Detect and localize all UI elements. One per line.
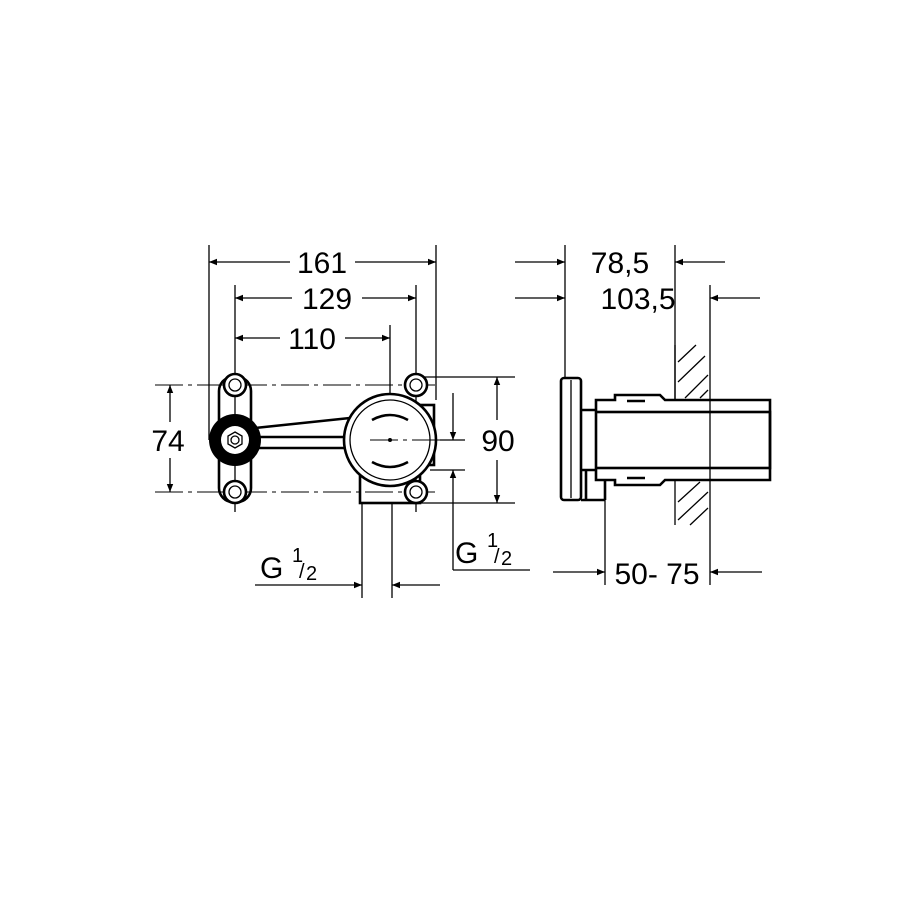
- dim-90: 90: [481, 425, 514, 458]
- mounting-flange: [559, 376, 583, 502]
- dim-129: 129: [302, 283, 352, 316]
- body-hole-top: [403, 372, 429, 398]
- thread-num: 1: [487, 530, 498, 552]
- thread-num: 1: [292, 545, 303, 567]
- thread-slash: /: [494, 546, 500, 568]
- mounting-hole-bottom: [222, 479, 248, 505]
- side-view: 78,5 103,5 50- 75: [515, 245, 772, 591]
- front-view: 161 129 110 74 90 G 1 / 2 G 1 /: [151, 245, 530, 598]
- dim-161: 161: [297, 247, 347, 280]
- mounting-hole-top: [222, 372, 248, 398]
- dim-78-5: 78,5: [591, 247, 649, 280]
- dim-103-5: 103,5: [600, 283, 675, 316]
- thread-den: 2: [306, 563, 317, 585]
- connecting-arm: [254, 416, 351, 450]
- thread-den: 2: [501, 548, 512, 570]
- dim-50-75: 50- 75: [614, 558, 699, 591]
- dim-110: 110: [288, 323, 336, 356]
- sleeve: [594, 410, 772, 470]
- wall-hatching: [674, 344, 709, 526]
- thread-label-side: G 1 / 2: [455, 530, 512, 570]
- thread-label-bottom: G 1 / 2: [260, 545, 317, 585]
- thread-g: G: [260, 552, 283, 585]
- dim-74: 74: [151, 425, 184, 458]
- thread-slash: /: [299, 561, 305, 583]
- thread-g: G: [455, 537, 478, 570]
- body-hole-bottom: [403, 479, 429, 505]
- valve-body-side: [581, 393, 772, 487]
